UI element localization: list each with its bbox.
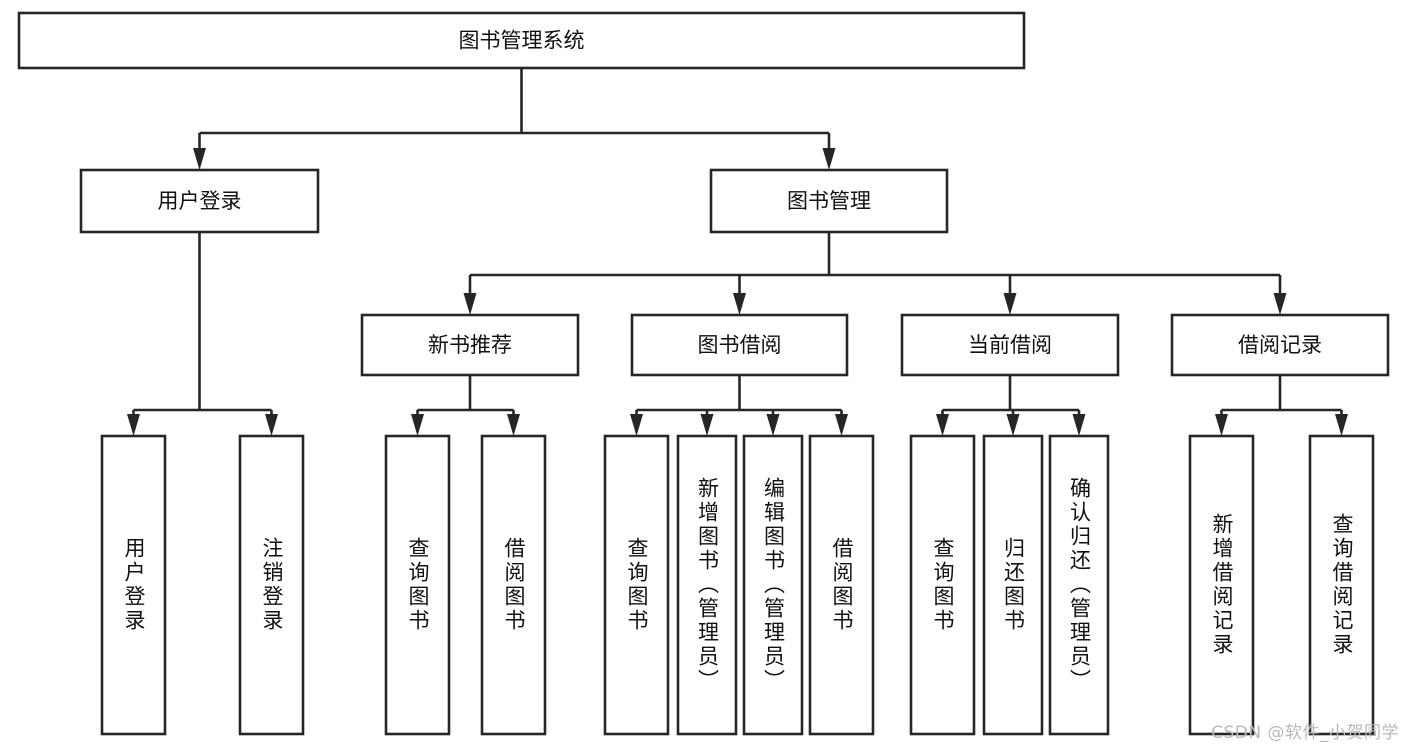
node-label-level2-0: 用户登录 — [158, 189, 242, 213]
arrow-head-icon — [1273, 293, 1287, 315]
node-box-leaf-8[interactable] — [909, 434, 976, 736]
node-label-level2-1: 图书管理 — [787, 189, 871, 213]
node-box-leaf-1[interactable] — [238, 434, 305, 736]
node-box-leaf-3[interactable] — [480, 434, 547, 736]
node-box-leaf-2[interactable] — [384, 434, 451, 736]
node-box-leaf-10[interactable] — [1048, 434, 1110, 736]
arrow-head-icon — [733, 293, 746, 315]
node-box-level3-3[interactable] — [1170, 313, 1390, 377]
arrow-head-icon — [127, 414, 140, 436]
node-box-leaf-7[interactable] — [808, 434, 875, 736]
node-box-level3-1[interactable] — [630, 313, 849, 377]
node-box-leaf-9[interactable] — [982, 434, 1044, 736]
node-label-root: 图书管理系统 — [459, 29, 585, 53]
arrow-head-icon — [507, 414, 520, 436]
node-label-level3-0: 新书推荐 — [428, 333, 512, 357]
arrow-head-icon — [630, 414, 643, 436]
node-label-level3-3: 借阅记录 — [1238, 333, 1322, 357]
node-box-leaf-6[interactable] — [742, 434, 804, 736]
arrow-head-icon — [265, 414, 278, 436]
node-label-level3-1: 图书借阅 — [698, 333, 782, 357]
arrow-head-icon — [1215, 414, 1228, 436]
arrow-head-icon — [1003, 293, 1017, 315]
node-box-root[interactable] — [17, 11, 1026, 70]
arrow-head-icon — [1335, 414, 1348, 436]
node-label-level3-2: 当前借阅 — [968, 333, 1052, 357]
node-box-level3-2[interactable] — [900, 313, 1120, 377]
connector-lines — [127, 68, 1348, 436]
arrow-head-icon — [193, 148, 206, 170]
node-box-level2-0[interactable] — [79, 168, 320, 234]
node-box-level2-1[interactable] — [709, 168, 949, 234]
node-box-leaf-4[interactable] — [603, 434, 670, 736]
arrow-head-icon — [766, 414, 780, 436]
arrow-head-icon — [700, 414, 714, 436]
node-box-leaf-0[interactable] — [100, 434, 167, 736]
arrow-head-icon — [463, 293, 477, 315]
node-boxes — [17, 11, 1390, 736]
arrow-head-icon — [411, 414, 424, 436]
node-box-leaf-11[interactable] — [1188, 434, 1255, 736]
arrow-head-icon — [936, 414, 949, 436]
arrow-head-icon — [1006, 414, 1020, 436]
watermark-text: CSDN @软件_小贺同学 — [1211, 723, 1399, 743]
node-box-level3-0[interactable] — [360, 313, 580, 377]
arrow-head-icon — [1072, 414, 1086, 436]
arrow-head-icon — [835, 414, 848, 436]
node-box-leaf-5[interactable] — [676, 434, 738, 736]
node-box-leaf-12[interactable] — [1308, 434, 1375, 736]
arrow-head-icon — [822, 148, 836, 170]
